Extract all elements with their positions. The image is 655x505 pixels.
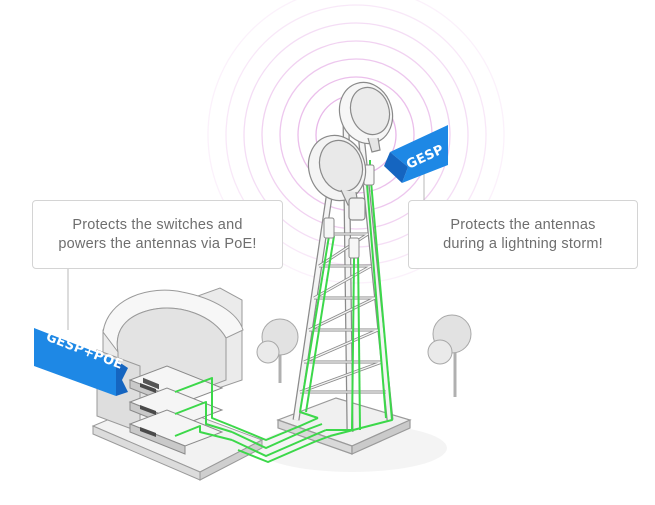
tree-icon [256,318,299,383]
switch-protection-callout: Protects the switches and powers the ant… [32,200,283,269]
callout-right-line-1: Protects the antennas [450,216,596,233]
callout-left-line-1: Protects the switches and [72,216,243,233]
gesp-flag: GESP [384,125,448,183]
tower-surge-protector [323,164,375,259]
callout-left-line-2: powers the antennas via PoE! [58,235,257,252]
antenna-dish [348,197,366,221]
antenna-protection-callout: Protects the antennas during a lightning… [408,200,638,269]
poe-cables [174,160,393,463]
tree-icon [427,314,472,397]
antenna-dish [307,134,367,206]
callout-right-line-2: during a lightning storm! [443,235,603,252]
antenna-dish [338,81,394,153]
